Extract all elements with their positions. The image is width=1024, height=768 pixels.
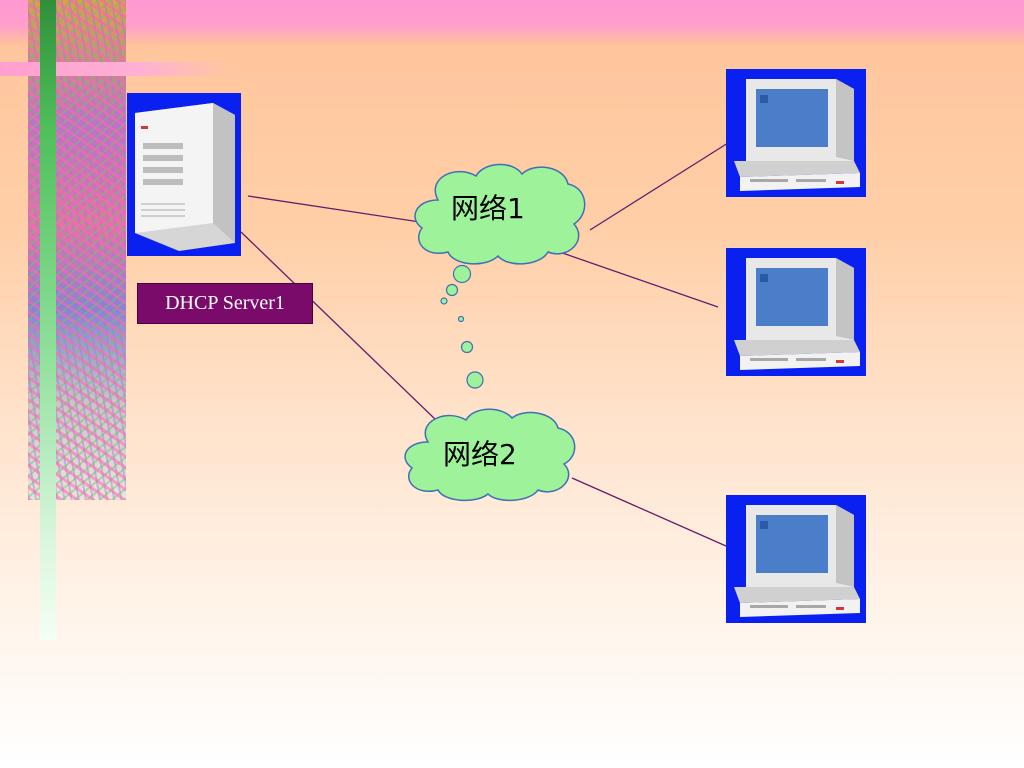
link-net1-pc2 <box>547 247 719 308</box>
desktop-computer-icon <box>726 248 866 376</box>
link-net2-pc3 <box>571 477 727 547</box>
slide-top-band <box>0 0 1024 46</box>
link-server-net1 <box>247 195 421 223</box>
thought-bubbles <box>440 264 484 389</box>
network-cloud-1 <box>414 163 586 265</box>
decorative-vertical-bar <box>40 0 56 640</box>
decorative-horizontal-bar <box>0 62 230 76</box>
link-server-net2 <box>240 231 437 421</box>
desktop-computer-icon <box>726 495 866 623</box>
link-net1-pc1 <box>589 142 729 231</box>
network-label-1: 网络1 <box>451 192 525 225</box>
network-cloud-2 <box>404 408 576 502</box>
server-label: DHCP Server1 <box>137 283 313 324</box>
desktop-computer-icon <box>726 69 866 197</box>
network-label-2: 网络2 <box>443 438 517 471</box>
server-tower-icon <box>127 93 241 256</box>
